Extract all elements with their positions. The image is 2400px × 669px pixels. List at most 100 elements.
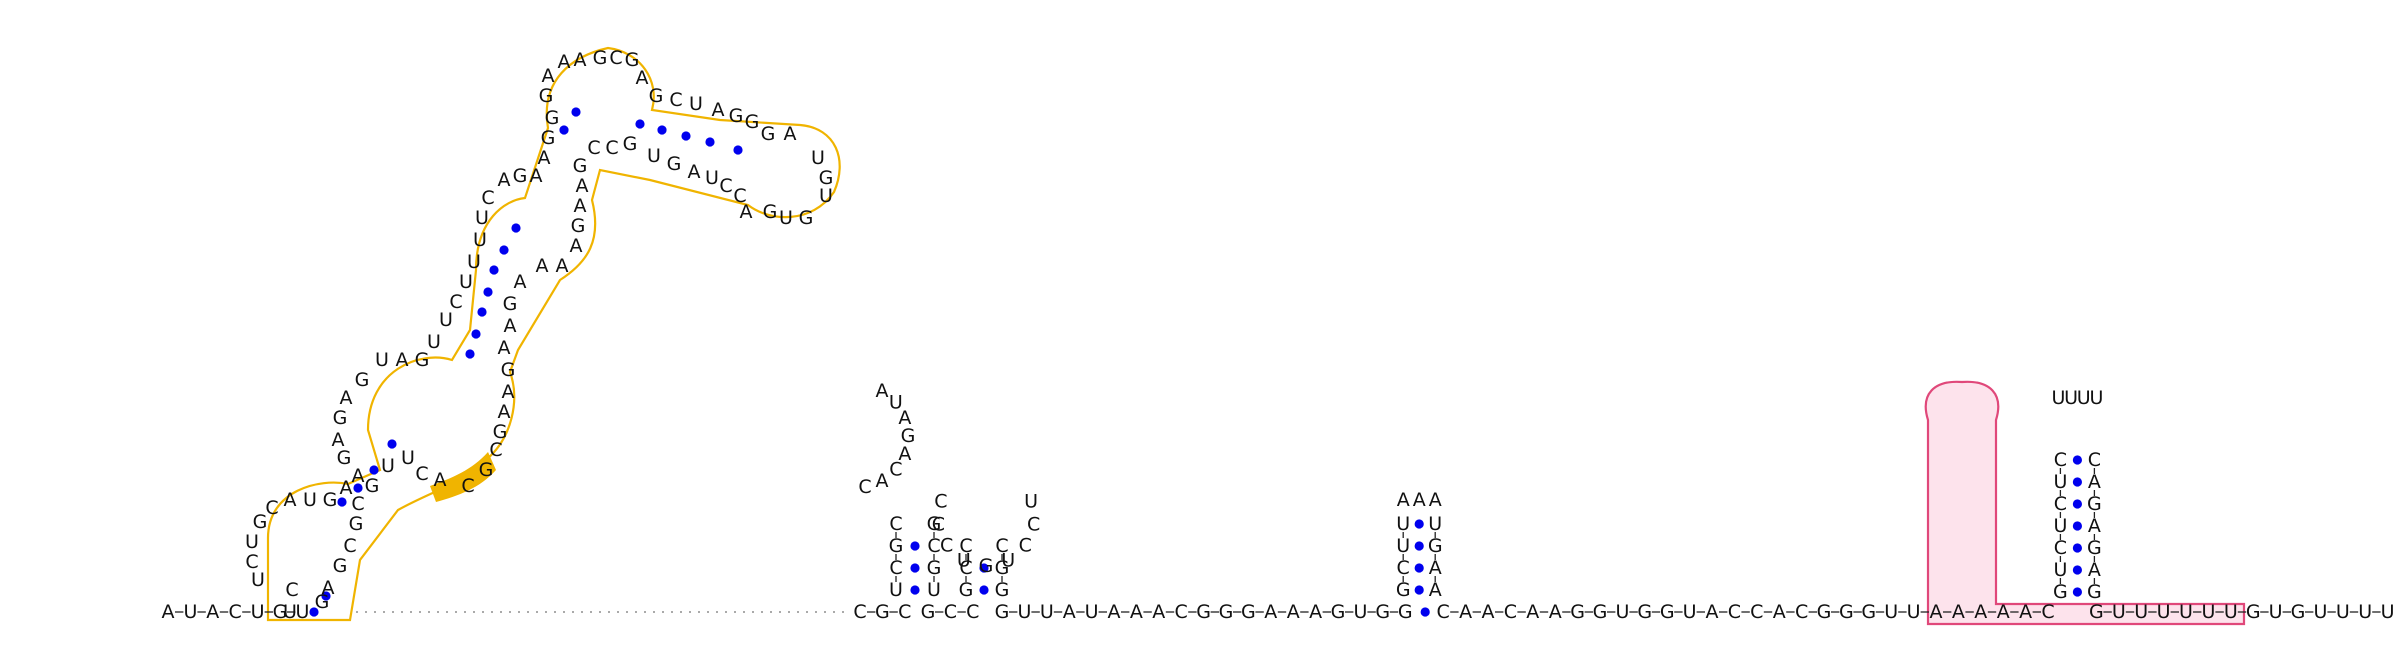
domain-1-nt: G	[337, 447, 352, 469]
hairpin-a-stem-left-nt: C	[889, 557, 902, 579]
domain-1-nt: G	[333, 407, 348, 429]
domain-1-nt: G	[625, 49, 640, 71]
domain-1-nt: U	[459, 271, 473, 293]
domain-1-nt: U	[689, 93, 703, 115]
domain-1-nt: G	[539, 85, 554, 107]
hairpin-c-loop-nt: A	[1397, 489, 1410, 511]
domain-1-pair-dot	[733, 145, 743, 155]
domain-1-nt: G	[541, 127, 556, 149]
linker-2-nt: A	[1482, 601, 1495, 623]
terminator-stem-right-nt: A	[2088, 515, 2101, 537]
domain-1-pair-dot	[511, 223, 521, 233]
domain-1-nt: A	[740, 201, 753, 223]
terminator-tail-nt: U	[2224, 601, 2238, 623]
linker-2-nt: A	[1549, 601, 1562, 623]
terminator-loop-nt: U	[2051, 387, 2065, 409]
domain-1-nt: A	[332, 429, 345, 451]
domain-1-nt: U	[427, 331, 441, 353]
terminator-tail-nt: U	[2157, 601, 2171, 623]
terminator-stem-left-nt: C	[2054, 449, 2067, 471]
hairpin-c-stem-left-nt: U	[1396, 513, 1410, 535]
hairpin-c-pair-dot	[1414, 519, 1424, 529]
domain-1-nt: A	[784, 123, 797, 145]
linker-1-nt: G	[1375, 601, 1390, 623]
domain-1-nt: U	[779, 207, 793, 229]
terminator-stem-right-nt: G	[2087, 493, 2102, 515]
hairpin-a-loop-nt: A	[876, 380, 889, 402]
domain-1-nt: C	[245, 551, 258, 573]
terminator-stem-right-nt: G	[2087, 537, 2102, 559]
domain-1-nt: G	[799, 207, 814, 229]
hairpin-b-loop-nt: U	[957, 550, 971, 572]
domain-1-nt: A	[498, 169, 511, 191]
linker-2-nt: G	[1660, 601, 1675, 623]
linker-1-nt: U	[1085, 601, 1099, 623]
domain-1-nt: G	[253, 511, 268, 533]
domain-1-nt: C	[351, 493, 364, 515]
domain-1-nt: C	[265, 497, 278, 519]
domain-1-pair-dot	[489, 265, 499, 275]
domain-1-nt: U	[705, 167, 719, 189]
hairpin-a-pair-dot	[910, 541, 920, 551]
hairpin-c-loop-nt: A	[1429, 489, 1442, 511]
domain-1-nt: U	[473, 229, 487, 251]
linker-2-nt: G	[1637, 601, 1652, 623]
hairpin-b-loop-nt: C	[940, 535, 953, 557]
domain-1-nt: G	[667, 153, 682, 175]
hairpin-c-loop-nt: A	[1413, 489, 1426, 511]
hairpin-b-loop-nt: U	[1024, 491, 1038, 513]
hairpin-c-stem-right-nt: A	[1429, 579, 1442, 601]
hairpin-c-stem-right-nt: G	[1428, 535, 1443, 557]
terminator-pair-dot	[2072, 587, 2082, 597]
linker-2-nt: A	[1459, 601, 1472, 623]
terminator-stem-right-nt: A	[2088, 559, 2101, 581]
terminator-pair-dot	[2072, 455, 2082, 465]
domain-1-nt: G	[355, 369, 370, 391]
domain-1-nt: C	[481, 187, 494, 209]
linker-1-nt: A	[1130, 601, 1143, 623]
hairpin-b-base-nt: C	[966, 601, 979, 623]
terminator-tail-nt: U	[2201, 601, 2215, 623]
domain-1-nt: U	[811, 147, 825, 169]
domain-1-nt: C	[343, 535, 356, 557]
linker-2-nt: U	[1683, 601, 1697, 623]
five-prime-tail-nt: U	[295, 601, 309, 623]
domain-1-nt: A	[688, 161, 701, 183]
domain-1-pair-dot	[477, 307, 487, 317]
hairpin-a-loop-nt: G	[901, 425, 916, 447]
linker-2-nt: G	[1817, 601, 1832, 623]
linker-2-nt: U	[1907, 601, 1921, 623]
domain-1-pair-dot	[571, 107, 581, 117]
linker-2-nt: G	[1839, 601, 1854, 623]
domain-1-nt: C	[285, 579, 298, 601]
hairpin-b-loop-nt: C	[932, 513, 945, 535]
terminator-tail-nt: U	[2269, 601, 2283, 623]
linker-2-nt: C	[2041, 601, 2054, 623]
domain-1-pair-dot	[353, 483, 363, 493]
terminator-tail-nt: U	[2134, 601, 2148, 623]
hairpin-a-pair-dot	[910, 585, 920, 595]
linker-2-nt: G	[1570, 601, 1585, 623]
linker-cgc-nt: C	[853, 601, 866, 623]
domain-1-nt: G	[593, 47, 608, 69]
domain-1-nt: G	[763, 201, 778, 223]
terminator-tail-nt: G	[2291, 601, 2306, 623]
linker-1-nt: G	[1241, 601, 1256, 623]
hairpin-b-loop-nt: C	[1027, 513, 1040, 535]
domain-1-nt: C	[605, 137, 618, 159]
terminator-stem-left-nt: U	[2053, 515, 2067, 537]
linker-1-nt: C	[1175, 601, 1188, 623]
domain-1-nt: G	[649, 85, 664, 107]
domain-1-nt: G	[729, 105, 744, 127]
terminator-pair-dot	[2072, 499, 2082, 509]
linker-2-nt: A	[2019, 601, 2032, 623]
domain-1-pair-dot	[321, 591, 331, 601]
terminator-stem-right-nt: G	[2087, 581, 2102, 603]
linker-2-nt: A	[1974, 601, 1987, 623]
domain-1-nt: A	[498, 401, 511, 423]
terminator-pair-dot	[2072, 521, 2082, 531]
domain-1-nt: C	[733, 185, 746, 207]
domain-1-nt: U	[381, 455, 395, 477]
domain-1-nt: G	[745, 111, 760, 133]
